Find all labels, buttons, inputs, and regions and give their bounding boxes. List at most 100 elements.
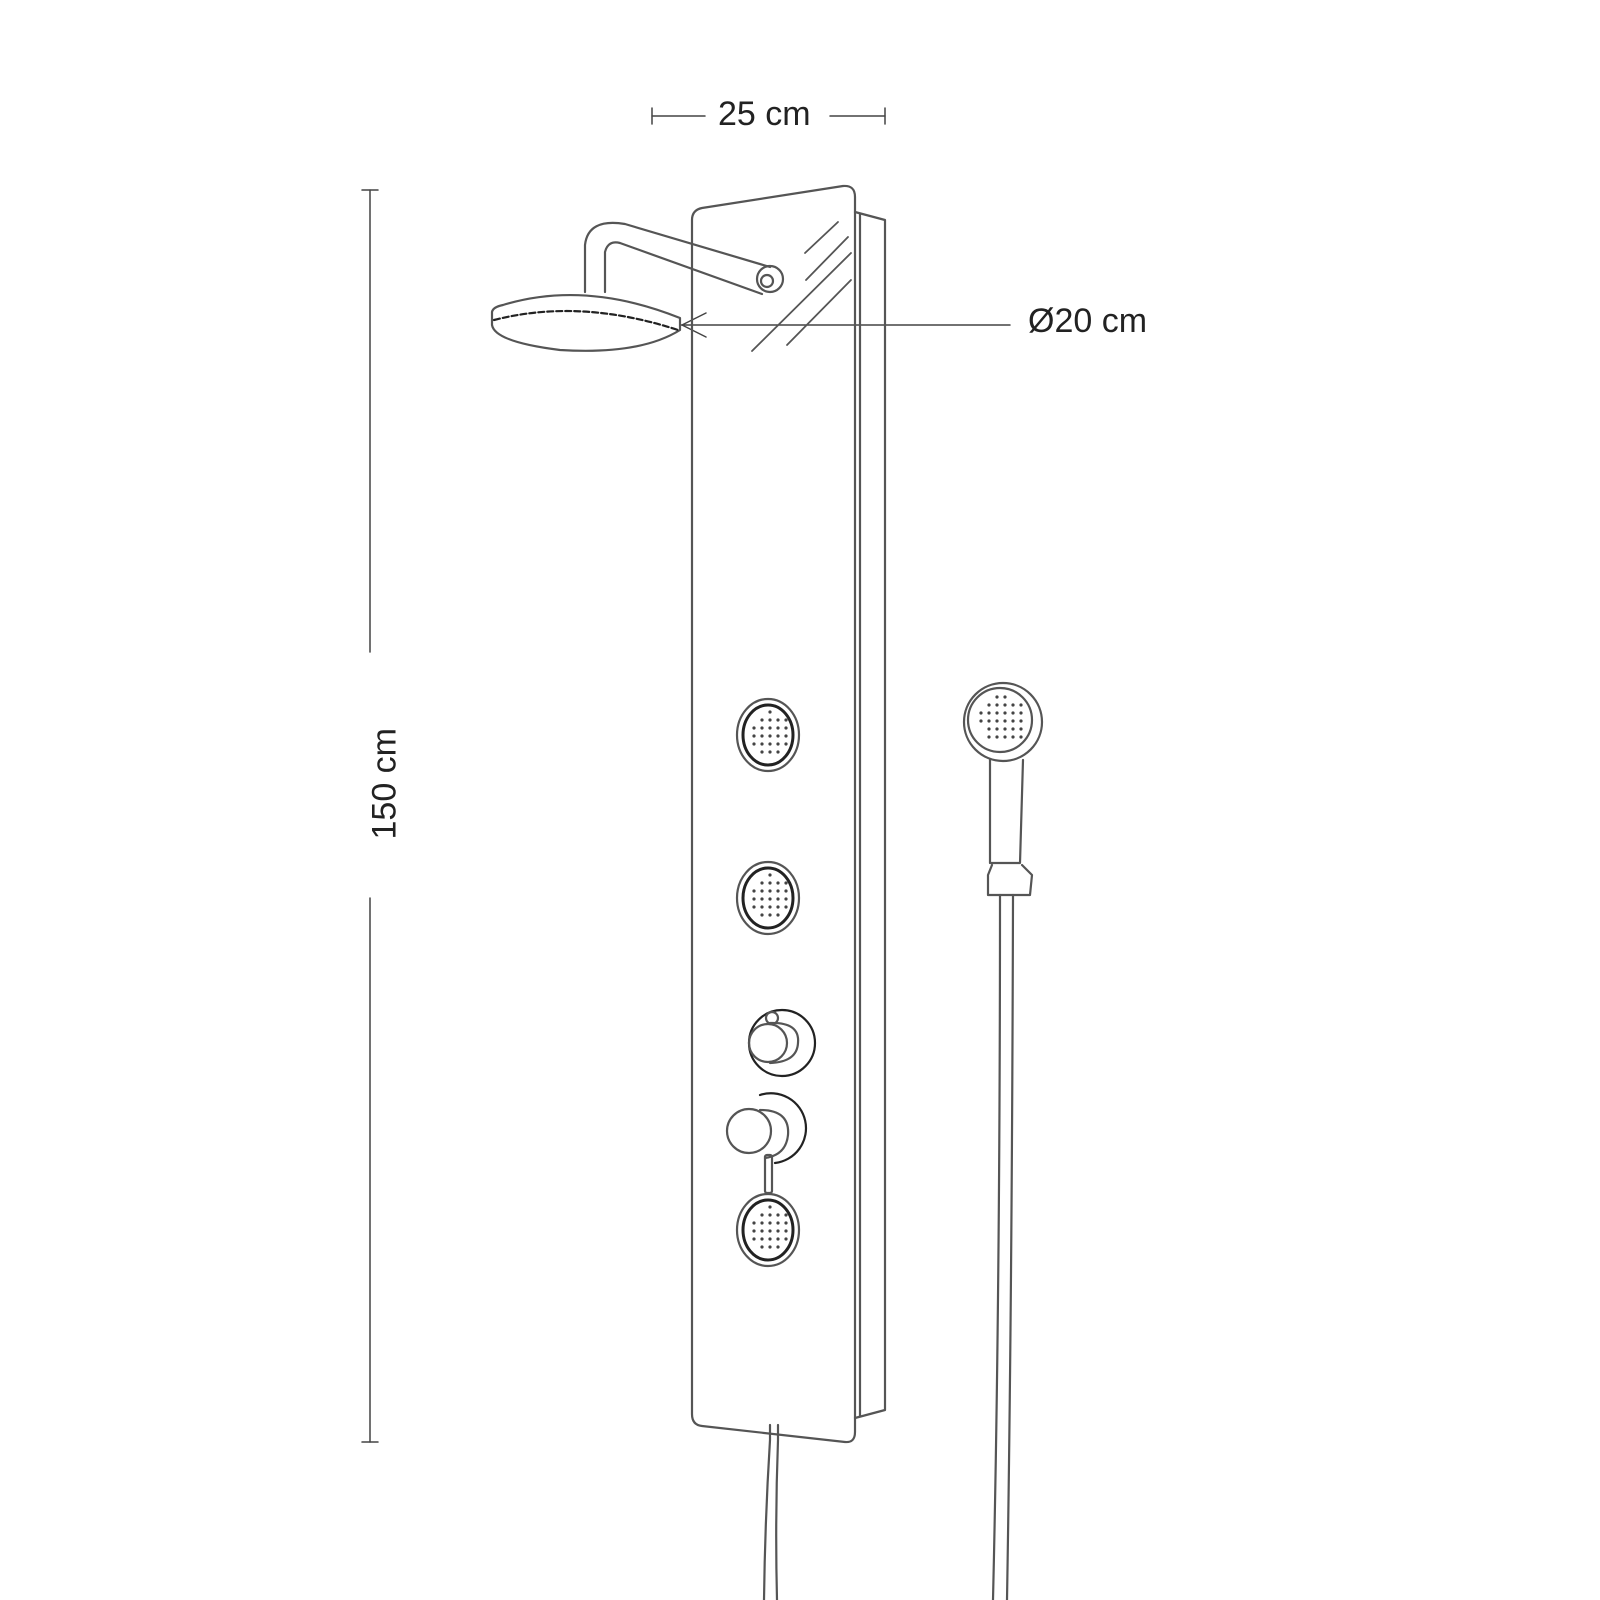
nozzle-dot (768, 726, 772, 730)
nozzle-dot (768, 1229, 772, 1233)
nozzle-dot (1003, 695, 1007, 699)
nozzle-dot (768, 1205, 772, 1209)
nozzle-dot (752, 734, 756, 738)
nozzle-dot (768, 734, 772, 738)
nozzle-dot (1019, 735, 1023, 739)
nozzle-dot (1003, 711, 1007, 715)
nozzle-dot (1019, 719, 1023, 723)
nozzle-dot (979, 719, 983, 723)
nozzle-dot (776, 1213, 780, 1217)
nozzle-dot (768, 1245, 772, 1249)
nozzle-dot (752, 726, 756, 730)
jet-nozzles (752, 695, 1023, 1249)
arm-wall-flange (755, 264, 785, 294)
nozzle-dot (776, 742, 780, 746)
nozzle-dot (760, 889, 764, 893)
height-dimension-line (361, 189, 379, 1443)
arm-joint (759, 273, 775, 289)
rain-shower-head (490, 294, 682, 352)
nozzle-dot (768, 889, 772, 893)
nozzle-dot (752, 905, 756, 909)
nozzle-dot (760, 742, 764, 746)
nozzle-dot (987, 727, 991, 731)
nozzle-dot (1019, 711, 1023, 715)
nozzle-dot (768, 873, 772, 877)
glass-reflection (751, 221, 852, 352)
nozzle-dot (776, 897, 780, 901)
nozzle-dot (776, 1229, 780, 1233)
nozzle-dot (784, 889, 788, 893)
nozzle-dot (752, 897, 756, 901)
nozzle-dot (784, 905, 788, 909)
thermostat-knob (747, 1008, 817, 1078)
nozzle-dot (760, 1237, 764, 1241)
nozzle-dot (760, 1245, 764, 1249)
nozzle-dot (1011, 711, 1015, 715)
nozzle-dot (784, 1221, 788, 1225)
nozzle-dot (784, 726, 788, 730)
nozzle-dot (768, 750, 772, 754)
head-diameter-label: Ø20 cm (1028, 302, 1148, 340)
nozzle-dot (760, 913, 764, 917)
nozzle-dot (768, 881, 772, 885)
nozzle-dot (987, 711, 991, 715)
nozzle-dot (768, 905, 772, 909)
height-label: 150 cm (365, 728, 404, 840)
nozzle-dot (760, 750, 764, 754)
nozzle-dot (768, 913, 772, 917)
body-jet (735, 860, 801, 936)
nozzle-dot (768, 1237, 772, 1241)
nozzle-dot (979, 711, 983, 715)
nozzle-dot (760, 726, 764, 730)
nozzle-dot (784, 1237, 788, 1241)
nozzle-dot (1011, 727, 1015, 731)
nozzle-dot (995, 727, 999, 731)
nozzle-dot (768, 710, 772, 714)
nozzle-dot (1019, 727, 1023, 731)
nozzle-dot (784, 742, 788, 746)
nozzle-dot (784, 718, 788, 722)
inlet-hose (762, 1423, 780, 1600)
nozzle-dot (995, 719, 999, 723)
nozzle-dot (776, 1221, 780, 1225)
nozzle-dot (1003, 727, 1007, 731)
nozzle-dot (760, 1229, 764, 1233)
nozzle-dot (752, 742, 756, 746)
hand-shower-hose (991, 893, 1015, 1600)
nozzle-dot (784, 734, 788, 738)
nozzle-dot (776, 913, 780, 917)
nozzle-dot (776, 750, 780, 754)
nozzle-dot (784, 1229, 788, 1233)
nozzle-dot (995, 711, 999, 715)
nozzle-dot (1011, 719, 1015, 723)
nozzle-dot (752, 1229, 756, 1233)
nozzle-dot (760, 718, 764, 722)
nozzle-dot (987, 719, 991, 723)
nozzle-dot (768, 742, 772, 746)
nozzle-dot (776, 718, 780, 722)
panel-front (690, 184, 857, 1444)
nozzle-dot (1003, 703, 1007, 707)
nozzle-dot (1003, 719, 1007, 723)
diameter-leader-arrow (679, 312, 1011, 338)
nozzle-dot (784, 897, 788, 901)
nozzle-dot (760, 1221, 764, 1225)
nozzle-dot (752, 889, 756, 893)
nozzle-dot (1003, 735, 1007, 739)
nozzle-dot (1011, 735, 1015, 739)
nozzle-dot (752, 1237, 756, 1241)
nozzle-dot (995, 703, 999, 707)
nozzle-dot (776, 1245, 780, 1249)
nozzle-dot (768, 718, 772, 722)
nozzle-dot (995, 735, 999, 739)
nozzle-dot (776, 726, 780, 730)
nozzle-dot (784, 881, 788, 885)
nozzle-dot (1011, 703, 1015, 707)
nozzle-dot (760, 897, 764, 901)
panel-side (853, 210, 887, 1420)
nozzle-dot (760, 881, 764, 885)
nozzle-dot (752, 1221, 756, 1225)
width-dimension-line (651, 107, 886, 125)
hand-shower (962, 681, 1044, 1600)
